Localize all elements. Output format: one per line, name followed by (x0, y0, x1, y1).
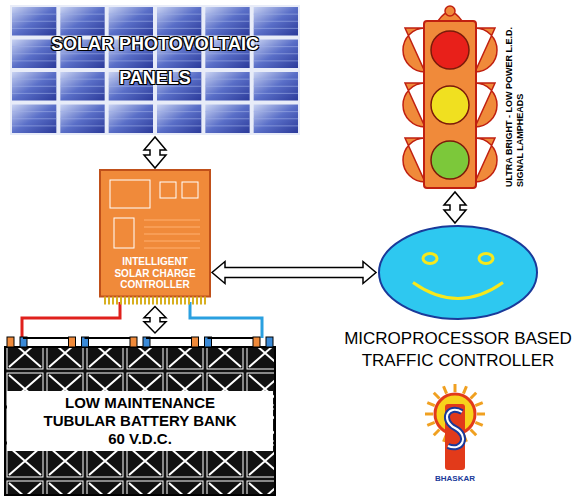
double-arrow (144, 137, 166, 168)
node-text: MICROPROCESSOR BASED TRAFFIC CONTROLLER (342, 328, 574, 372)
node-text: LOW MAINTENANCE TUBULAR BATTERY BANK 60 … (7, 391, 273, 451)
node-text: ULTRA BRIGHT - LOW POWER L.E.D. SIGNAL L… (504, 9, 526, 187)
traffic-light-art (400, 5, 500, 190)
traffic-controller-face: MICROPROCESSOR BASED TRAFFIC CONTROLLER (378, 225, 538, 320)
traffic-light: ULTRA BRIGHT - LOW POWER L.E.D. SIGNAL L… (400, 5, 500, 190)
double-arrow (444, 192, 466, 223)
double-arrow (212, 262, 376, 284)
red-wire (22, 302, 120, 338)
double-arrow (144, 307, 166, 334)
node-text: INTELLIGENT SOLAR CHARGE CONTROLLER (104, 256, 206, 291)
charge-controller: INTELLIGENT SOLAR CHARGE CONTROLLER (100, 170, 210, 305)
node-text: SOLAR PHOTOVOLTAIC PANELS (25, 27, 285, 95)
logo-text: BHASKAR (425, 474, 485, 483)
battery-bank: LOW MAINTENANCE TUBULAR BATTERY BANK 60 … (5, 335, 275, 495)
traffic-controller-face-art (378, 225, 538, 320)
logo-symbol (425, 384, 485, 470)
blue-wire (190, 302, 262, 338)
solar-panel: SOLAR PHOTOVOLTAIC PANELS (10, 5, 300, 135)
